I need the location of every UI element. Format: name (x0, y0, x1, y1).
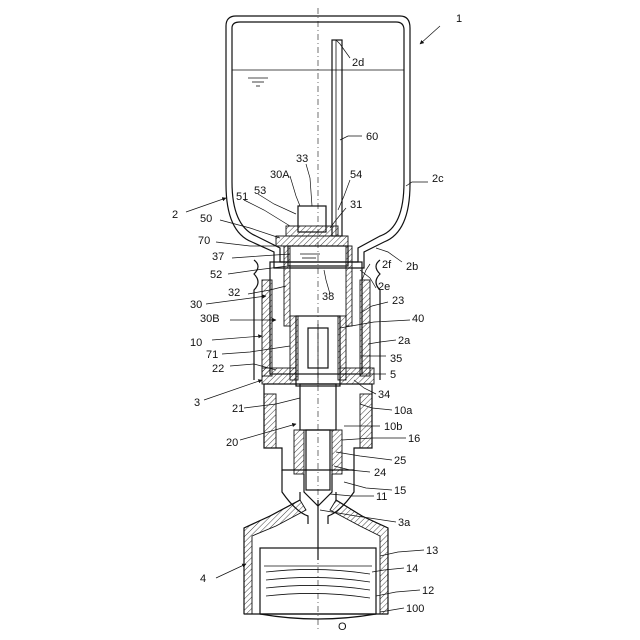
label-O: O (338, 621, 347, 633)
label-100: 100 (406, 603, 424, 615)
label-21: 21 (232, 403, 244, 415)
label-30: 30 (190, 299, 202, 311)
label-3a: 3a (398, 517, 411, 529)
label-2: 2 (172, 209, 178, 221)
label-4: 4 (200, 573, 206, 585)
label-24: 24 (374, 467, 386, 479)
label-25: 25 (394, 455, 406, 467)
dip-tube (332, 40, 342, 236)
label-30A: 30A (270, 169, 290, 181)
label-53: 53 (254, 185, 266, 197)
label-33: 33 (296, 153, 308, 165)
label-20: 20 (226, 437, 238, 449)
label-35: 35 (390, 353, 402, 365)
label-3: 3 (194, 397, 200, 409)
label-2c: 2c (432, 173, 444, 185)
label-30B: 30B (200, 313, 220, 325)
label-32: 32 (228, 287, 240, 299)
label-34: 34 (378, 389, 390, 401)
valve-assembly (254, 206, 380, 386)
label-10a: 10a (394, 405, 413, 417)
label-2f: 2f (382, 259, 392, 271)
label-16: 16 (408, 433, 420, 445)
label-22: 22 (212, 363, 224, 375)
label-2d: 2d (352, 57, 364, 69)
label-23: 23 (392, 295, 404, 307)
label-54: 54 (350, 169, 362, 181)
label-10: 10 (190, 337, 202, 349)
connector (244, 492, 388, 619)
label-37: 37 (212, 251, 224, 263)
label-1: 1 (456, 13, 462, 25)
label-15: 15 (394, 485, 406, 497)
label-2e: 2e (378, 281, 390, 293)
label-38: 38 (322, 291, 334, 303)
label-12: 12 (422, 585, 434, 597)
label-71: 71 (206, 349, 218, 361)
label-40: 40 (412, 313, 424, 325)
label-52: 52 (210, 269, 222, 281)
label-70: 70 (198, 235, 210, 247)
label-60: 60 (366, 131, 378, 143)
label-13: 13 (426, 545, 438, 557)
reference-labels: 1 2d 60 2c 33 30A 54 2 51 53 31 50 70 2b… (172, 13, 462, 633)
label-2b: 2b (406, 261, 418, 273)
label-10b: 10b (384, 421, 402, 433)
label-11: 11 (376, 491, 387, 503)
label-14: 14 (406, 563, 418, 575)
label-51: 51 (236, 191, 248, 203)
label-50: 50 (200, 213, 212, 225)
label-5: 5 (390, 369, 396, 381)
label-31: 31 (350, 199, 362, 211)
label-2a: 2a (398, 335, 411, 347)
